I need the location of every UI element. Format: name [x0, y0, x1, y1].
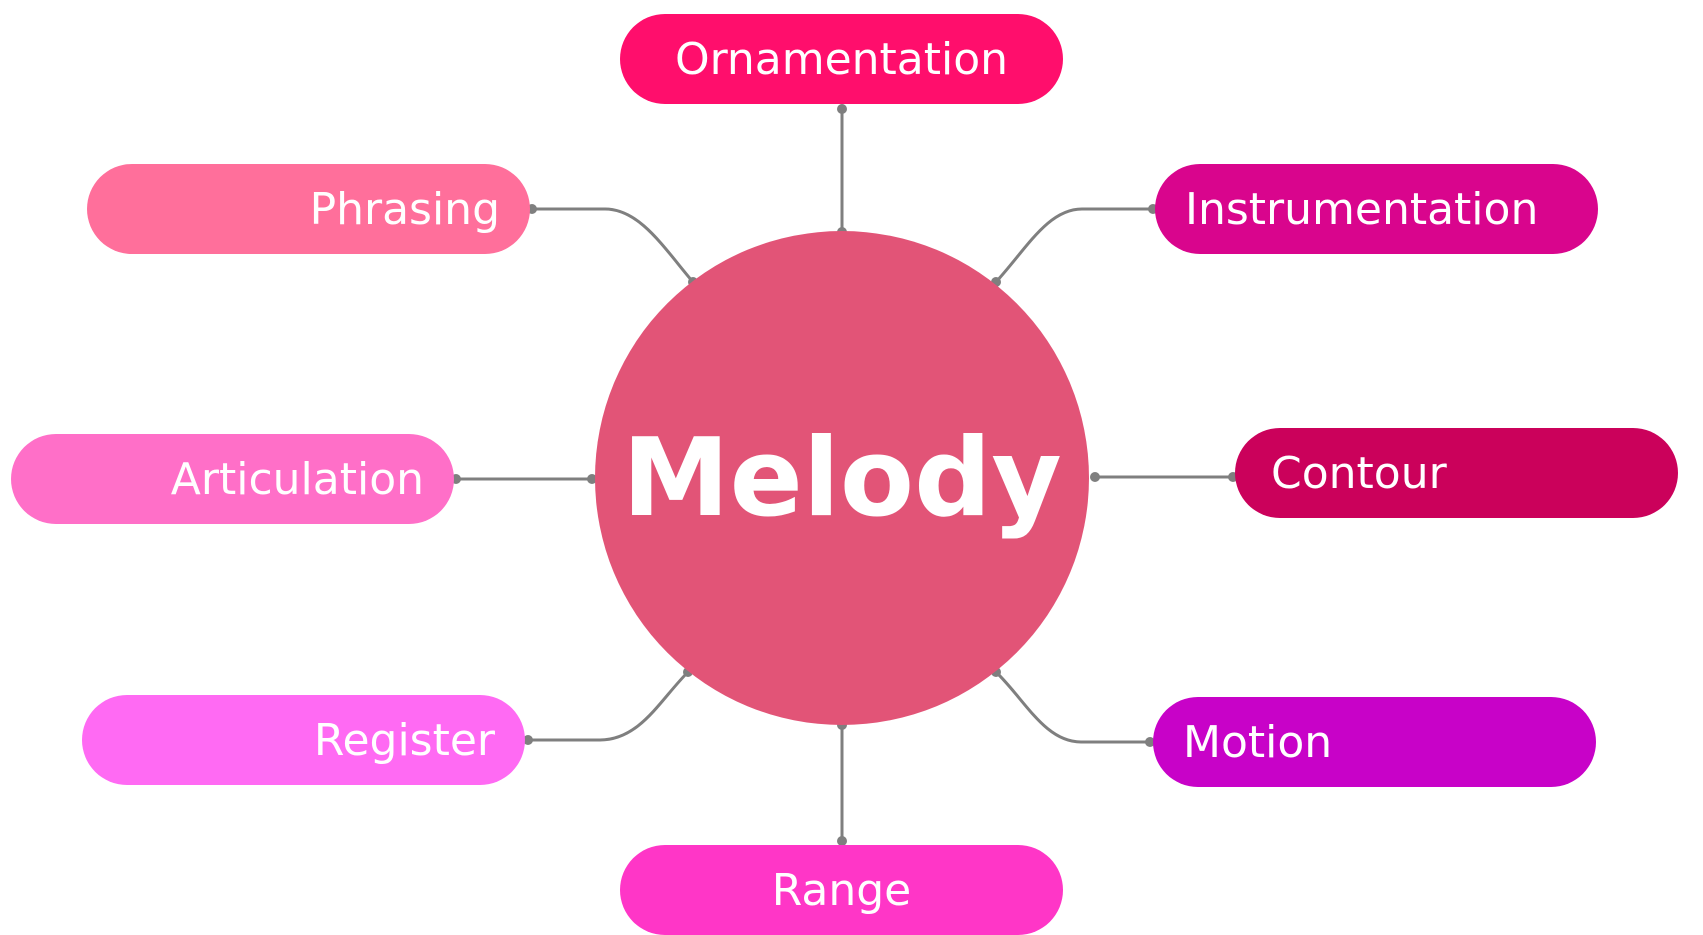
central-topic-node[interactable]: Melody — [595, 231, 1089, 725]
connector-phrasing — [532, 207, 695, 283]
topic-label-range: Range — [771, 864, 912, 916]
topic-label-phrasing: Phrasing — [309, 183, 500, 235]
topic-node-range[interactable]: Range — [620, 845, 1063, 935]
topic-node-instrumentation[interactable]: Instrumentation — [1155, 164, 1598, 254]
topic-label-ornamentation: Ornamentation — [674, 33, 1009, 85]
topic-label-contour: Contour — [1271, 447, 1447, 499]
connector-instrumentation — [994, 207, 1153, 284]
topic-node-ornamentation[interactable]: Ornamentation — [620, 14, 1063, 104]
topic-node-contour[interactable]: Contour — [1235, 428, 1678, 518]
topic-label-articulation: Articulation — [170, 453, 424, 505]
topic-node-phrasing[interactable]: Phrasing — [87, 164, 530, 254]
topic-node-articulation[interactable]: Articulation — [11, 434, 454, 524]
connector-dot — [523, 735, 533, 745]
connector-motion — [994, 670, 1150, 744]
central-topic-label: Melody — [622, 415, 1062, 541]
topic-node-register[interactable]: Register — [82, 695, 525, 785]
connector-dot — [1090, 472, 1100, 482]
connector-dot — [837, 836, 847, 846]
connector-register — [528, 670, 690, 742]
topic-node-motion[interactable]: Motion — [1153, 697, 1596, 787]
connector-dot — [1145, 737, 1155, 747]
connector-dot — [837, 104, 847, 114]
topic-label-motion: Motion — [1183, 716, 1333, 768]
connector-dot — [587, 474, 597, 484]
topic-label-register: Register — [313, 714, 495, 766]
topic-label-instrumentation: Instrumentation — [1185, 183, 1539, 235]
